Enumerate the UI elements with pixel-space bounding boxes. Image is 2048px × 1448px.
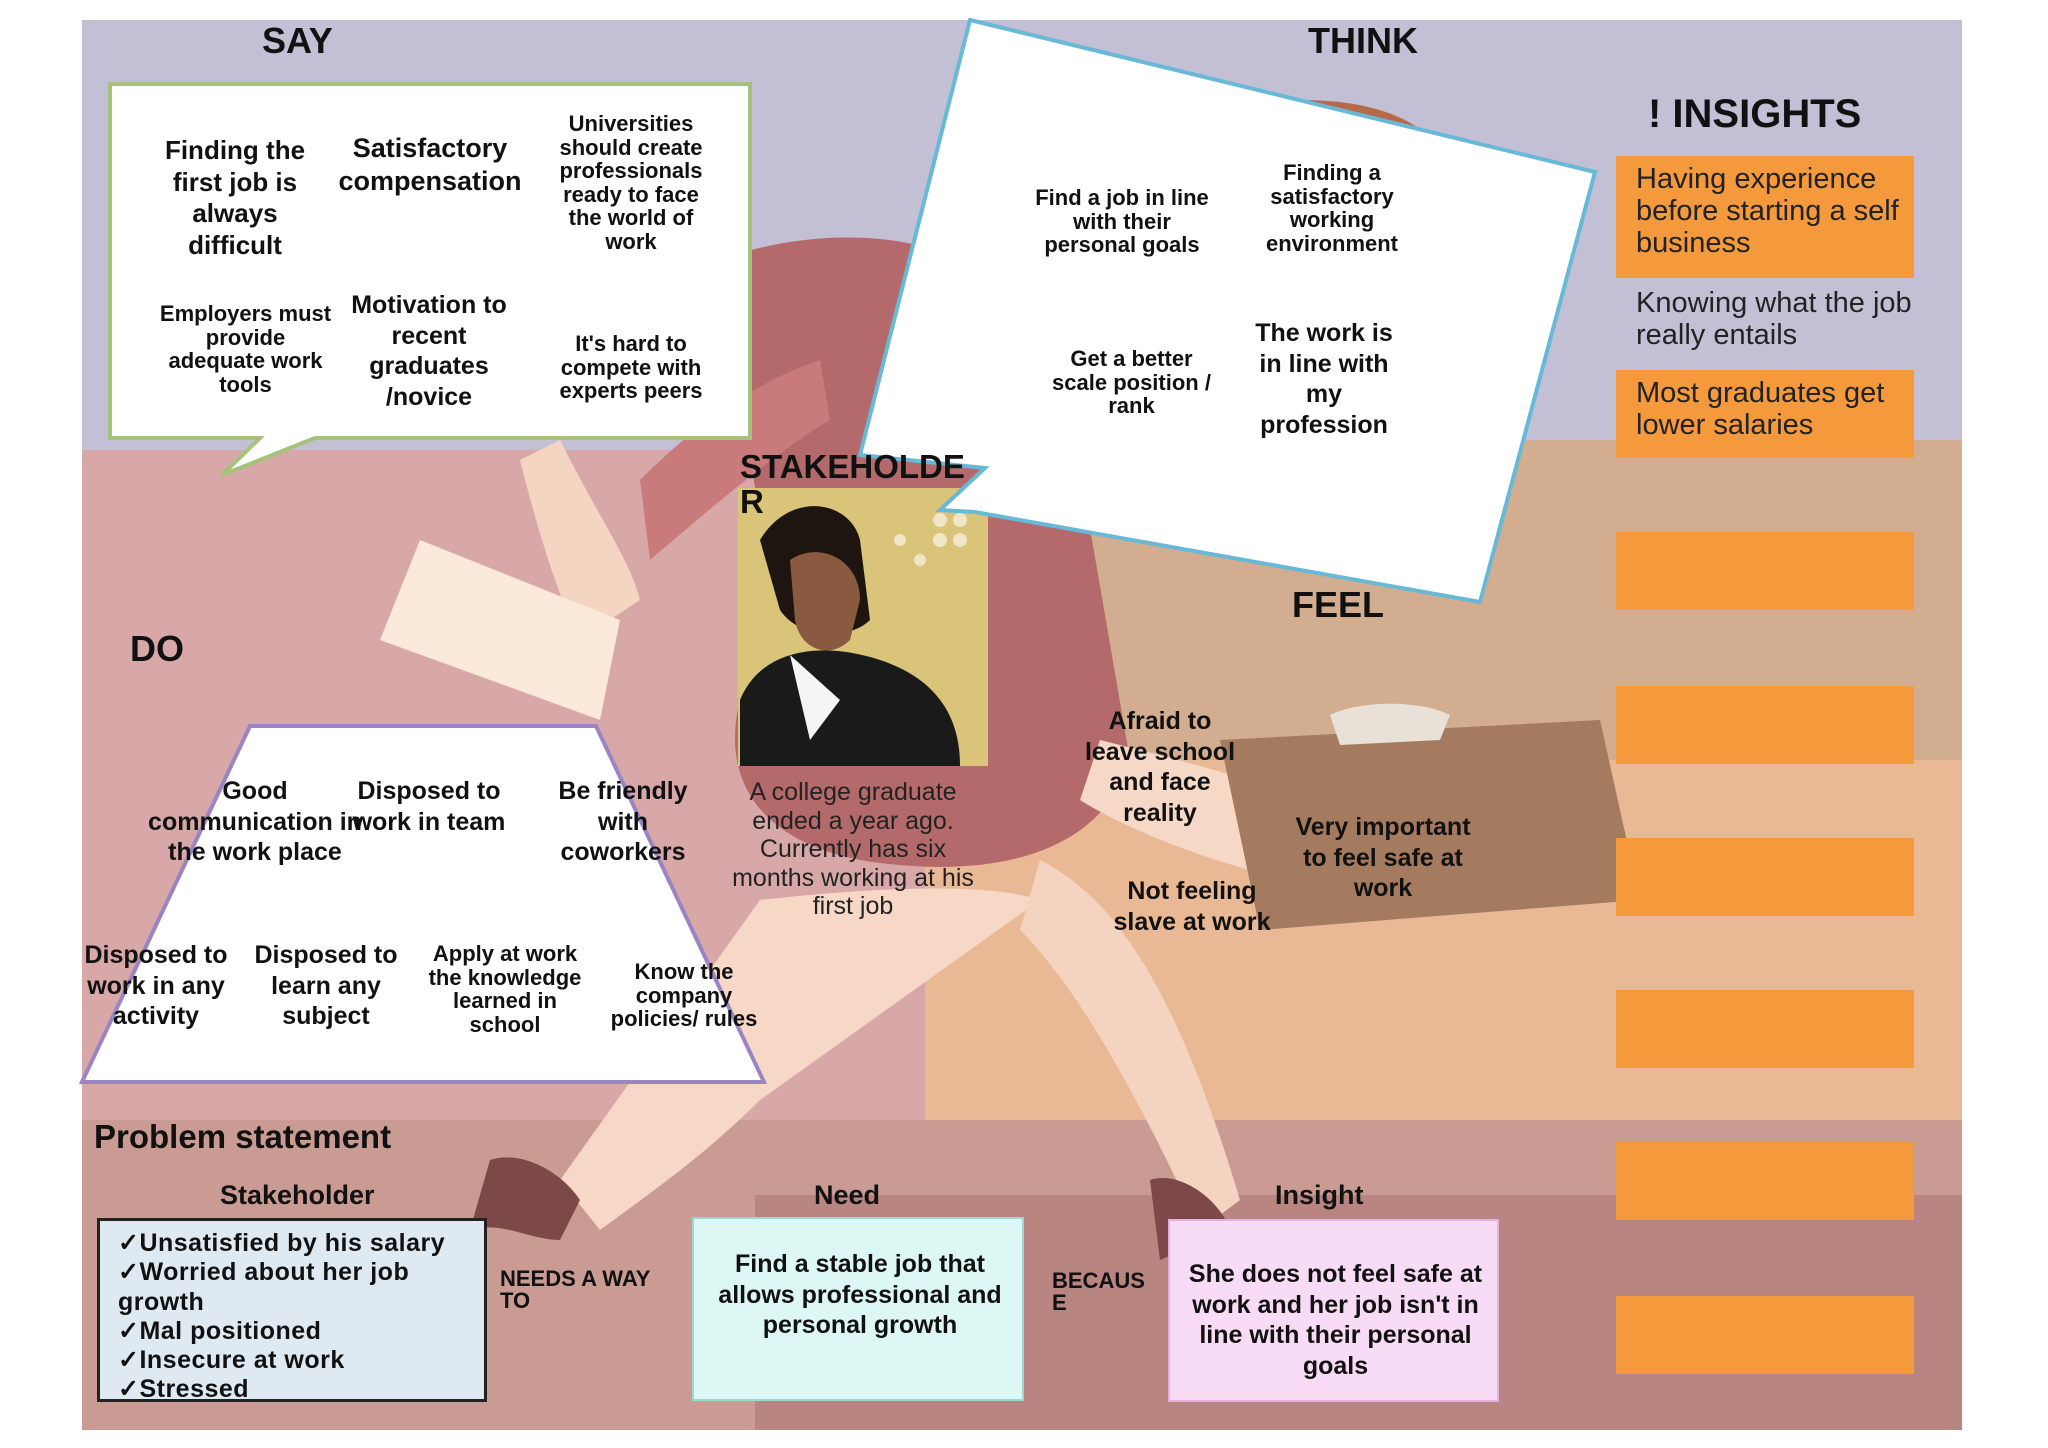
say-note: Finding the first job is always difficul… [164, 135, 306, 261]
feel-note: Very important to feel safe at work [1295, 813, 1471, 902]
do-trapezoid-shape [78, 724, 768, 1084]
do-note: Disposed to learn any subject [254, 941, 398, 1030]
stakeholder-list-item: Mal positioned [118, 1317, 476, 1346]
insight-item: Knowing what the job really entails [1636, 287, 1912, 351]
feel-title: FEEL [1292, 584, 1385, 625]
connector-needs-a-way-to: NEEDS A WAY TO [500, 1266, 650, 1313]
arm-shape [640, 360, 830, 560]
feel-note: Afraid to leave school and face reality [1084, 707, 1236, 827]
think-bubble-shape [857, 17, 1598, 605]
insight-empty-box [1616, 686, 1914, 764]
think-note: Get a better scale position / rank [1052, 346, 1211, 419]
forearm-shape [520, 440, 640, 640]
insight-empty-box [1616, 838, 1914, 916]
stakeholder-list: Unsatisfied by his salary Worried about … [118, 1229, 476, 1399]
insight-label: Insight [1275, 1180, 1364, 1210]
need-label: Need [814, 1180, 881, 1210]
insight-empty-box [1616, 1142, 1914, 1220]
do-note: Know the company policies/ rules [610, 959, 758, 1032]
insight-empty-box [1616, 1296, 1914, 1374]
stakeholder-label: Stakeholder [220, 1180, 375, 1210]
insight-box: She does not feel safe at work and her j… [1168, 1219, 1499, 1402]
right-leg-shape [1020, 860, 1240, 1230]
think-note: The work is in line with my profession [1255, 319, 1393, 439]
do-note: Good communication in the work place [148, 777, 362, 866]
briefcase-handle-shape [1330, 703, 1450, 745]
do-note: Disposed to work in any activity [84, 941, 228, 1030]
need-box: Find a stable job that allows profession… [692, 1217, 1024, 1401]
stakeholder-box: Unsatisfied by his salary Worried about … [97, 1218, 487, 1402]
insight-box-3 [1616, 370, 1914, 458]
think-title: THINK [1308, 20, 1418, 61]
left-shoe-shape [470, 1157, 580, 1240]
insight-text: She does not feel safe at work and her j… [1188, 1260, 1483, 1380]
briefcase-shape [1220, 720, 1640, 930]
say-title: SAY [262, 20, 333, 61]
say-note: Employers must provide adequate work too… [159, 301, 332, 397]
insight-item: Having experience before starting a self… [1636, 163, 1899, 259]
say-note: Universities should create professionals… [559, 111, 703, 254]
insights-title: ! INSIGHTS [1648, 92, 1862, 136]
do-note: Disposed to work in team [352, 777, 506, 836]
portrait-jacket [740, 650, 960, 766]
need-text: Find a stable job that allows profession… [718, 1250, 1002, 1339]
feel-note: Not feeling slave at work [1113, 877, 1271, 936]
stakeholder-list-item: Stressed [118, 1375, 476, 1399]
left-leg-shape [560, 888, 1040, 1230]
insight-item: Most graduates get lower salaries [1636, 377, 1885, 441]
portrait-collar [790, 655, 840, 740]
stakeholder-title: STAKEHOLDER [740, 448, 965, 520]
problem-statement-title: Problem statement [94, 1118, 392, 1155]
say-note: It's hard to compete with experts peers [559, 331, 703, 404]
stakeholder-list-item: Insecure at work [118, 1346, 476, 1375]
do-note: Apply at work the knowledge learned in s… [428, 941, 582, 1037]
say-bubble-shape [108, 82, 752, 477]
papers-shape [380, 540, 620, 720]
say-note: Motivation to recent graduates /novice [351, 291, 507, 411]
think-note: Find a job in line with their personal g… [1035, 185, 1209, 258]
stakeholder-description: A college graduate ended a year ago. Cur… [732, 778, 974, 920]
do-title: DO [130, 628, 184, 669]
stakeholder-list-item: Worried about her job growth [118, 1258, 476, 1317]
think-note: Finding a satisfactory working environme… [1265, 160, 1399, 256]
connector-because: BECAUSE [1052, 1268, 1145, 1315]
portrait-face [790, 552, 860, 651]
insight-empty-box [1616, 990, 1914, 1068]
do-note: Be friendly with coworkers [558, 777, 688, 866]
say-note: Satisfactory compensation [338, 133, 522, 196]
stakeholder-list-item: Unsatisfied by his salary [118, 1229, 476, 1258]
insight-box-1 [1616, 156, 1914, 278]
insight-empty-box [1616, 532, 1914, 610]
